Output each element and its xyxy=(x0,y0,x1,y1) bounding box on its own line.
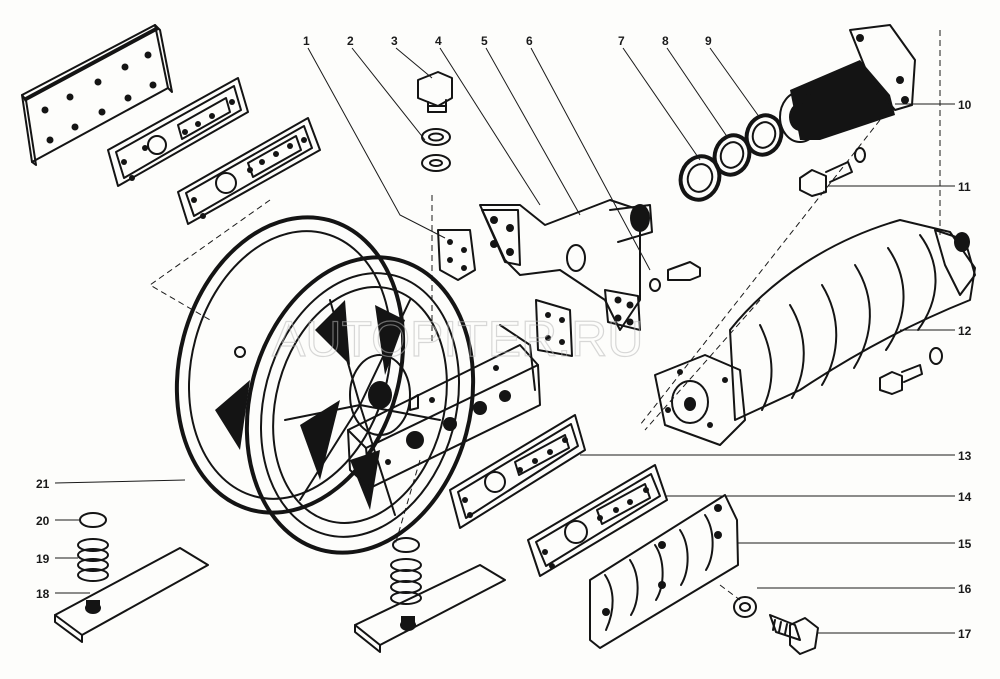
callout-13: 13 xyxy=(958,449,972,463)
bottom-gasket-13 xyxy=(449,414,586,529)
small-bolt-with-washer xyxy=(649,261,701,292)
lock-washer-16 xyxy=(733,596,757,618)
axle-block xyxy=(347,324,541,489)
bolt-11 xyxy=(799,147,866,197)
callout-14: 14 xyxy=(958,490,972,504)
top-left-mounting-plate xyxy=(21,24,173,166)
idler-wheel xyxy=(174,215,476,555)
washer-2a xyxy=(421,128,451,146)
pad-center xyxy=(354,564,506,653)
spring-19 xyxy=(77,538,109,582)
callout-9: 9 xyxy=(705,34,712,48)
callout-1: 1 xyxy=(303,34,310,48)
watermark-text: AUTOPITER.RU xyxy=(272,311,643,367)
seal-ring-7 xyxy=(678,154,722,202)
callout-15: 15 xyxy=(958,537,972,551)
side-plate-15 xyxy=(589,494,739,649)
bolt-with-washer-12 xyxy=(879,347,943,395)
top-gasket-lower xyxy=(177,117,321,225)
top-gasket-upper xyxy=(107,77,249,187)
callout-17: 17 xyxy=(958,627,972,641)
bolt-17 xyxy=(769,614,819,655)
callout-10: 10 xyxy=(958,98,972,112)
pad-18 xyxy=(54,547,209,643)
seal-ring-9 xyxy=(744,113,784,157)
callout-6: 6 xyxy=(526,34,533,48)
disc-20 xyxy=(79,512,107,528)
callout-2: 2 xyxy=(347,34,354,48)
seal-ring-8 xyxy=(712,133,752,177)
bottom-gasket-14 xyxy=(527,464,668,577)
yoke-arm-bracket xyxy=(479,199,653,331)
callout-8: 8 xyxy=(662,34,669,48)
spring-bellows-12 xyxy=(654,219,976,446)
callout-12: 12 xyxy=(958,324,972,338)
callout-11: 11 xyxy=(958,180,971,194)
callout-labels: 1 2 3 4 5 6 7 8 9 10 11 12 13 14 15 16 1… xyxy=(36,34,972,641)
bolt-3 xyxy=(417,71,453,113)
washer-2b xyxy=(421,154,451,172)
callout-18: 18 xyxy=(36,587,50,601)
disc-center xyxy=(392,537,420,553)
callout-21: 21 xyxy=(36,477,50,491)
spring-center xyxy=(390,558,422,605)
bearing-housing-10 xyxy=(779,24,916,143)
callout-4: 4 xyxy=(435,34,442,48)
bracket-plate-right xyxy=(535,299,573,357)
callout-7: 7 xyxy=(618,34,625,48)
bracket-plate-left xyxy=(437,229,476,281)
callout-3: 3 xyxy=(391,34,398,48)
leader-lines xyxy=(54,47,955,634)
callout-5: 5 xyxy=(481,34,488,48)
callout-19: 19 xyxy=(36,552,50,566)
callout-20: 20 xyxy=(36,514,50,528)
callout-16: 16 xyxy=(958,582,972,596)
